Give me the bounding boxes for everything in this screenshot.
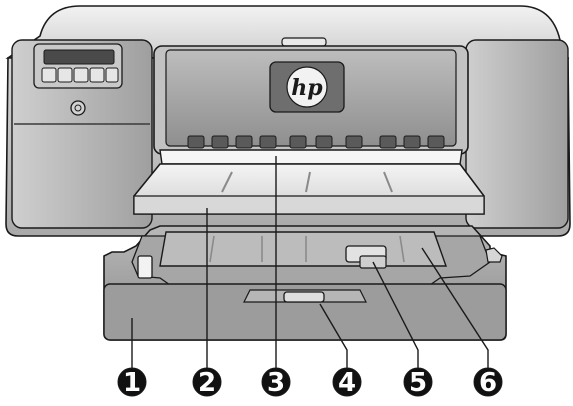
output-tray-rib-2 [305, 171, 311, 193]
svg-text:3: 3 [267, 368, 285, 398]
output-tray-top [159, 149, 463, 165]
leader-line-6 [421, 247, 489, 370]
callout-leaders [131, 156, 489, 370]
output-tray-rib-1 [221, 171, 233, 193]
callout-4: 4 [332, 367, 362, 398]
svg-text:6: 6 [479, 368, 497, 398]
leader-line-5 [372, 261, 419, 370]
photo-tray[interactable] [159, 231, 447, 267]
panel-button-5[interactable] [105, 67, 119, 83]
output-tray-ribs [221, 171, 393, 193]
power-button[interactable] [70, 100, 86, 116]
svg-text:5: 5 [409, 368, 427, 398]
panel-button-2[interactable] [57, 67, 73, 83]
tray-extension-right [485, 247, 503, 263]
output-tray-front-edge [133, 195, 485, 215]
callout-2: 2 [192, 367, 222, 398]
callout-1: 1 [117, 367, 147, 398]
callout-5: 5 [403, 367, 433, 398]
control-panel[interactable] [33, 43, 123, 89]
panel-button-1[interactable] [41, 67, 57, 83]
roller-1 [187, 135, 205, 149]
svg-text:2: 2 [198, 368, 216, 398]
svg-text:4: 4 [338, 368, 356, 398]
roller-7 [345, 135, 363, 149]
callout-markers: 1 2 3 4 5 6 [117, 367, 503, 398]
roller-8 [379, 135, 397, 149]
paper-width-guide[interactable] [137, 255, 153, 279]
paper-path-rollers [187, 135, 445, 149]
roller-2 [211, 135, 229, 149]
top-cover-handle[interactable] [281, 37, 327, 47]
roller-10 [427, 135, 445, 149]
roller-4 [259, 135, 277, 149]
power-icon [74, 104, 82, 112]
roller-9 [403, 135, 421, 149]
lcd-display [43, 49, 115, 65]
roller-5 [289, 135, 307, 149]
callout-6: 6 [473, 367, 503, 398]
photo-tray-rib-4 [399, 235, 405, 263]
leader-line-4 [319, 303, 348, 370]
panel-button-3[interactable] [73, 67, 89, 83]
paper-length-guide[interactable] [283, 291, 325, 303]
roller-6 [315, 135, 333, 149]
output-tray-rib-3 [383, 171, 393, 193]
svg-text:1: 1 [123, 368, 141, 398]
photo-tray-rib-1 [209, 235, 215, 263]
callout-3: 3 [261, 367, 291, 398]
panel-button-4[interactable] [89, 67, 105, 83]
roller-3 [235, 135, 253, 149]
hp-logo-text: hp [291, 75, 323, 101]
hp-logo: hp [269, 61, 345, 113]
